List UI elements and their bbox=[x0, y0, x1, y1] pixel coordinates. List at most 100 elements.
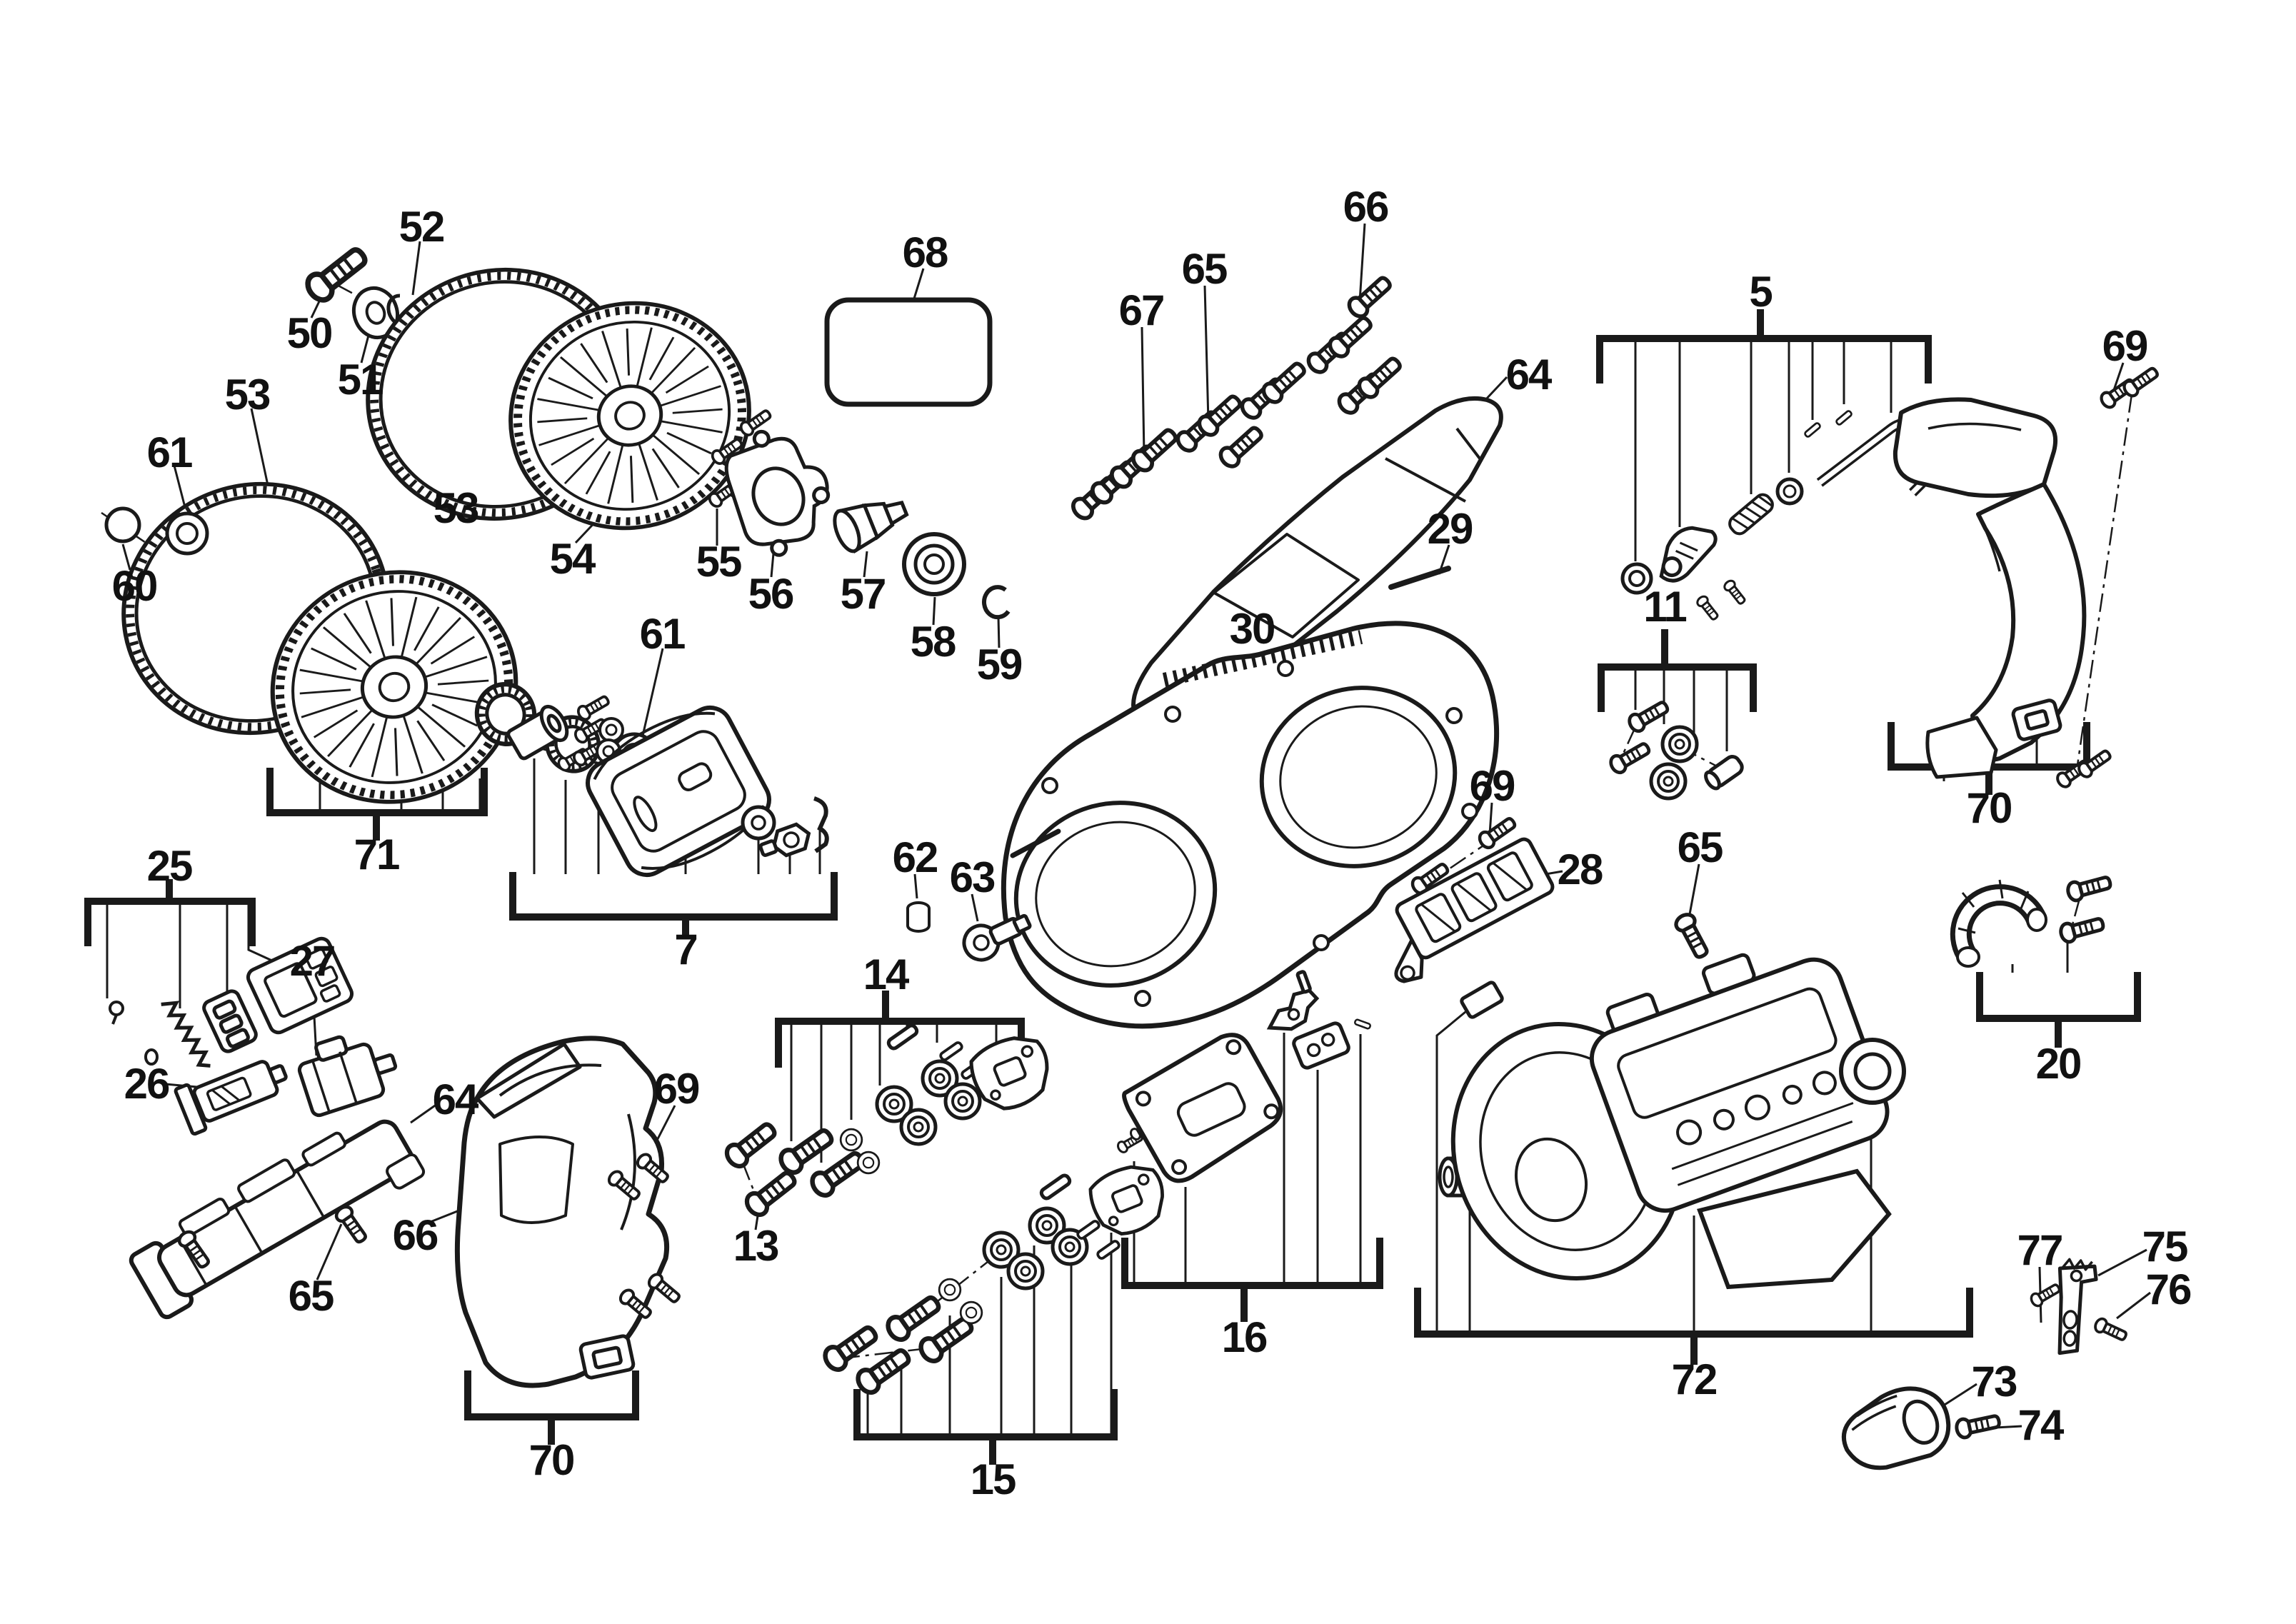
screw-13-icon bbox=[723, 1119, 779, 1171]
screw-65-icon bbox=[1260, 359, 1308, 406]
label-67: 67 bbox=[1119, 286, 1164, 334]
label-56: 56 bbox=[748, 570, 793, 618]
screw-67-icon bbox=[1129, 425, 1180, 473]
label-75: 75 bbox=[2142, 1223, 2187, 1270]
spring-drawing bbox=[1728, 493, 1774, 536]
label-15: 15 bbox=[971, 1455, 1016, 1503]
label-70-b: 70 bbox=[529, 1436, 574, 1484]
guide-block-15-drawing bbox=[1088, 1165, 1164, 1236]
washer-61a-drawing bbox=[165, 511, 209, 556]
label-77: 77 bbox=[2017, 1226, 2062, 1274]
clip-7-drawing bbox=[813, 796, 829, 853]
screw-66-icon bbox=[1355, 354, 1404, 401]
screw-20-icon bbox=[2066, 873, 2112, 903]
label-63: 63 bbox=[950, 853, 995, 901]
guard-70a-drawing bbox=[1893, 365, 2160, 790]
bushing-drawing bbox=[506, 704, 569, 761]
bracket-5 bbox=[1596, 309, 1932, 384]
washer-51-drawing bbox=[351, 286, 400, 340]
oring-60-drawing bbox=[104, 506, 141, 543]
screw-76-icon bbox=[2092, 1315, 2130, 1345]
bottom-left-drawings bbox=[129, 1036, 682, 1388]
label-51: 51 bbox=[338, 356, 383, 404]
label-5: 5 bbox=[1749, 268, 1772, 316]
label-66-a: 66 bbox=[1343, 183, 1388, 231]
roller-pin-drawing bbox=[1704, 755, 1744, 791]
electronics-group-drawings bbox=[109, 936, 398, 1136]
label-71: 71 bbox=[354, 831, 399, 878]
label-61-a: 61 bbox=[147, 428, 192, 476]
slider-26-drawing bbox=[174, 1060, 288, 1136]
pad-68-drawing bbox=[824, 297, 993, 407]
label-64-b: 64 bbox=[433, 1076, 479, 1123]
bracket-75-drawing bbox=[2057, 1258, 2098, 1355]
label-65-c: 65 bbox=[289, 1272, 334, 1320]
label-20: 20 bbox=[2036, 1040, 2081, 1088]
label-11: 11 bbox=[1643, 583, 1686, 631]
shaft-parts-drawings bbox=[706, 406, 1011, 620]
screw-65-icon bbox=[1673, 911, 1712, 960]
screw-77-icon bbox=[2027, 1280, 2063, 1310]
guide-block-14-drawing bbox=[969, 1036, 1049, 1111]
bracket-11 bbox=[1598, 629, 1757, 712]
group-16-drawings bbox=[1115, 970, 1372, 1183]
part-labels: 52 50 51 53 61 60 53 54 61 55 56 57 58 5… bbox=[112, 183, 2192, 1503]
label-68: 68 bbox=[903, 229, 948, 276]
bearing-72-drawing bbox=[1839, 1038, 1906, 1105]
rail-64b-drawing bbox=[129, 1119, 426, 1320]
label-27: 27 bbox=[290, 937, 335, 985]
label-65-a: 65 bbox=[1182, 245, 1227, 293]
label-69-a: 69 bbox=[2102, 322, 2147, 370]
screw-20-icon bbox=[2059, 915, 2105, 944]
latch-drawing bbox=[2011, 698, 2062, 741]
brush-holder-group-drawings bbox=[1394, 815, 1712, 983]
label-72: 72 bbox=[1672, 1355, 1717, 1403]
label-26: 26 bbox=[124, 1060, 169, 1108]
label-54: 54 bbox=[550, 535, 596, 583]
label-74: 74 bbox=[2018, 1401, 2065, 1449]
screw-74-icon bbox=[1955, 1412, 2001, 1439]
bracket-15 bbox=[853, 1389, 1118, 1465]
bracket-72 bbox=[1414, 1288, 1973, 1365]
label-65-b: 65 bbox=[1678, 823, 1723, 871]
label-7: 7 bbox=[674, 926, 696, 973]
group-7-drawings bbox=[506, 691, 829, 878]
button-drawing bbox=[202, 989, 258, 1053]
holder-28-drawing bbox=[1394, 837, 1555, 983]
label-70-a: 70 bbox=[1967, 784, 2012, 832]
label-66-b: 66 bbox=[393, 1211, 438, 1259]
label-25: 25 bbox=[147, 842, 192, 890]
label-30: 30 bbox=[1230, 605, 1275, 653]
module-25-drawing bbox=[246, 936, 354, 1035]
label-29: 29 bbox=[1428, 505, 1473, 553]
label-50: 50 bbox=[287, 309, 332, 357]
label-60: 60 bbox=[112, 562, 157, 610]
label-62: 62 bbox=[893, 833, 938, 881]
hose-20-drawing bbox=[1950, 879, 2047, 968]
bracket-16 bbox=[1121, 1238, 1383, 1322]
bracket-71 bbox=[266, 768, 488, 841]
bearing-58-drawing bbox=[902, 532, 966, 596]
screw-13-icon bbox=[743, 1168, 799, 1219]
pin-29-drawing bbox=[1388, 566, 1451, 590]
label-64-a: 64 bbox=[1506, 351, 1553, 399]
key-72-drawing bbox=[1460, 981, 1504, 1019]
label-59: 59 bbox=[977, 641, 1022, 688]
guard-plate-drawing bbox=[1122, 1033, 1283, 1183]
label-14: 14 bbox=[863, 951, 910, 998]
switch-27-drawing bbox=[297, 1035, 398, 1118]
screw-66-icon bbox=[1326, 314, 1375, 360]
motor-housing-drawings bbox=[1438, 953, 1906, 1290]
parts-62-63-drawings bbox=[906, 901, 1032, 962]
housing-flap-drawing bbox=[1697, 1168, 1892, 1290]
bracket-20 bbox=[1976, 972, 2141, 1048]
bracket-7 bbox=[509, 872, 838, 938]
screw-66-icon bbox=[1345, 274, 1394, 320]
label-69-c: 69 bbox=[654, 1065, 699, 1113]
leader-lines bbox=[106, 223, 2151, 1434]
latch-16-drawing bbox=[1292, 1021, 1350, 1070]
label-55: 55 bbox=[696, 538, 741, 586]
label-76: 76 bbox=[2146, 1265, 2191, 1313]
